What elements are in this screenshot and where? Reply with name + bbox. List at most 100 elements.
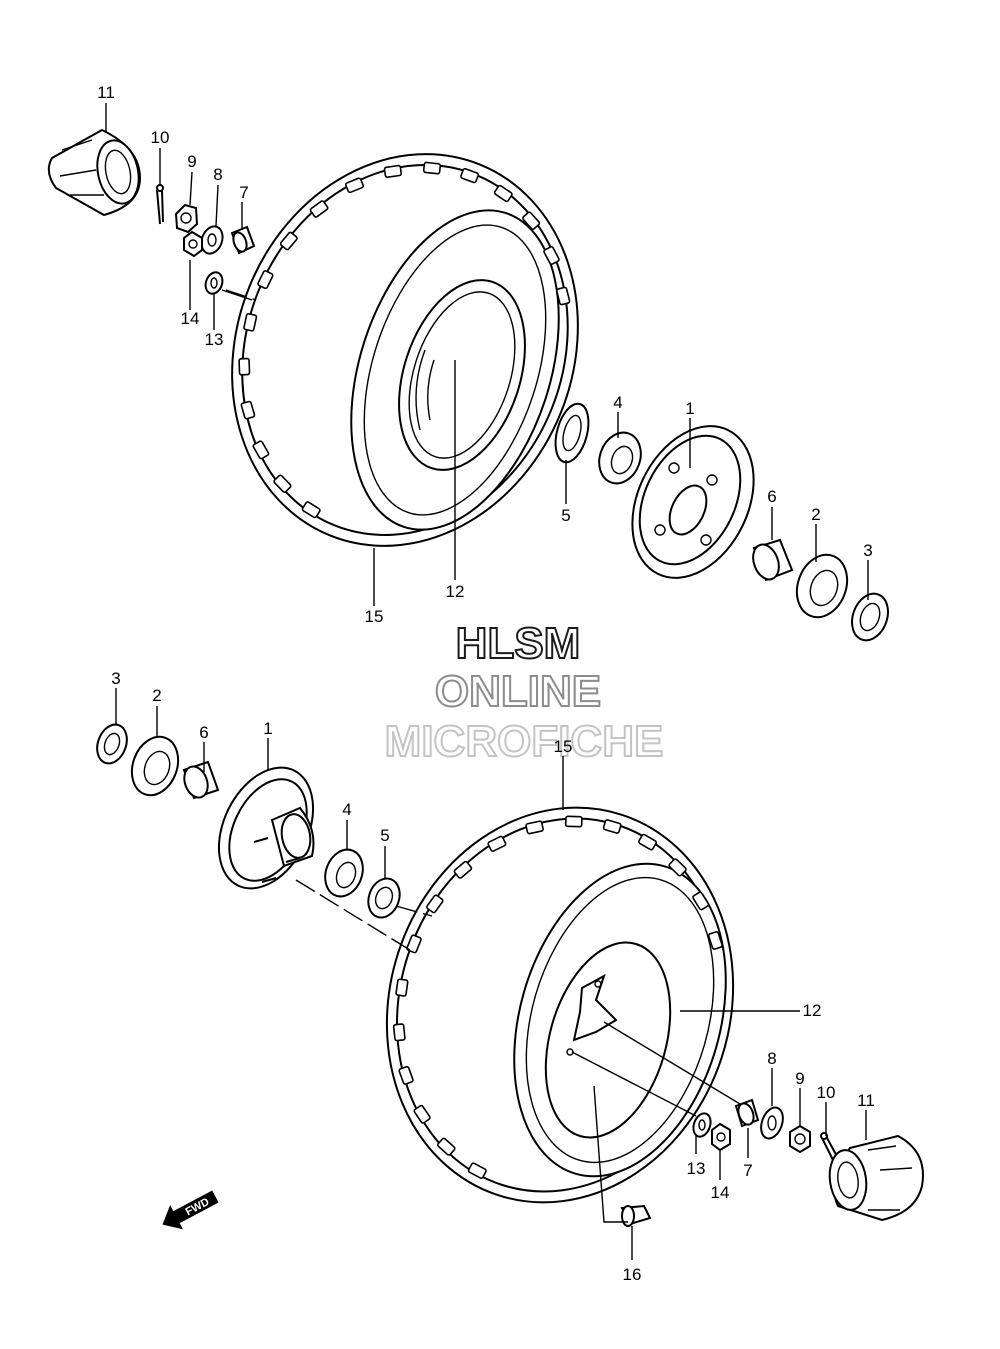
tread-lug bbox=[238, 357, 251, 376]
lower-axis-line bbox=[295, 879, 433, 951]
callout-10: 10 bbox=[817, 1083, 836, 1102]
lower-leader-lines bbox=[115, 688, 867, 1260]
fwd-direction-badge: FWD bbox=[162, 1190, 219, 1230]
lower-callouts: 3 2 6 1 4 5 15 12 8 9 10 11 13 7 14 16 bbox=[111, 669, 875, 1284]
callout-3: 3 bbox=[863, 541, 872, 560]
tread-lug bbox=[243, 313, 258, 332]
tread-lug bbox=[692, 891, 710, 911]
watermark-line-2: ONLINE bbox=[435, 667, 601, 716]
callout-4: 4 bbox=[613, 393, 622, 412]
tread-lug bbox=[638, 833, 657, 851]
upper-spindle-nut bbox=[47, 128, 142, 217]
tread-lug bbox=[668, 858, 687, 877]
tread-lug bbox=[525, 820, 544, 835]
callout-7: 7 bbox=[743, 1161, 752, 1180]
lower-seal-2 bbox=[367, 877, 401, 919]
upper-seal bbox=[554, 402, 590, 464]
watermark: HLSM ONLINE MICROFICHE bbox=[384, 618, 665, 767]
callout-10: 10 bbox=[151, 128, 170, 147]
callout-12: 12 bbox=[446, 582, 465, 601]
upper-castle-nut bbox=[174, 203, 199, 234]
lower-small-washer bbox=[692, 1112, 712, 1138]
tread-lug bbox=[395, 978, 409, 997]
lower-spacer bbox=[734, 1098, 760, 1128]
tread-lug bbox=[707, 931, 723, 950]
callout-1: 1 bbox=[685, 399, 694, 418]
tread-lug bbox=[413, 1104, 431, 1124]
arrow-icon bbox=[162, 1190, 219, 1230]
lower-rim bbox=[544, 941, 672, 1139]
callout-9: 9 bbox=[795, 1069, 804, 1088]
lower-seal bbox=[96, 723, 128, 765]
callout-4: 4 bbox=[342, 800, 351, 819]
callout-13: 13 bbox=[687, 1159, 706, 1178]
upper-hub bbox=[631, 425, 755, 579]
callout-8: 8 bbox=[767, 1049, 776, 1068]
tread-lug bbox=[460, 167, 480, 184]
tread-lug bbox=[398, 1065, 414, 1085]
lower-bearing-2 bbox=[324, 848, 364, 898]
callout-14: 14 bbox=[711, 1183, 730, 1202]
upper-lug-nut bbox=[183, 230, 203, 258]
upper-callouts: 11 10 9 8 7 14 13 12 15 4 5 1 6 2 3 bbox=[97, 83, 873, 626]
callout-5: 5 bbox=[561, 506, 570, 525]
tread-lug bbox=[392, 1023, 406, 1042]
callout-11: 11 bbox=[97, 83, 115, 102]
upper-leader-lines bbox=[105, 103, 869, 606]
upper-spacer bbox=[230, 225, 256, 255]
lower-hub bbox=[217, 766, 315, 890]
tread-lug bbox=[252, 440, 270, 460]
lower-tire bbox=[385, 806, 735, 1204]
tread-lug bbox=[309, 200, 329, 218]
tread-lug bbox=[564, 815, 583, 828]
watermark-line-1: HLSM bbox=[456, 619, 581, 668]
callout-3: 3 bbox=[111, 669, 120, 688]
upper-rim bbox=[415, 349, 435, 431]
upper-seal-2 bbox=[851, 592, 889, 642]
fwd-label: FWD bbox=[184, 1196, 212, 1218]
lower-washer bbox=[760, 1106, 784, 1140]
upper-washer bbox=[200, 225, 224, 255]
tread-lug bbox=[406, 934, 422, 954]
tread-lug bbox=[426, 894, 444, 914]
upper-cotter-pin bbox=[156, 184, 164, 225]
lower-valve-stem bbox=[620, 1204, 652, 1227]
callout-8: 8 bbox=[213, 165, 222, 184]
lower-spindle-nut bbox=[828, 1134, 924, 1222]
lower-collar bbox=[182, 760, 220, 800]
callout-6: 6 bbox=[199, 723, 208, 742]
callout-2: 2 bbox=[811, 505, 820, 524]
callout-15: 15 bbox=[365, 607, 384, 626]
upper-axis-line bbox=[225, 289, 257, 301]
lower-castle-nut bbox=[789, 1124, 811, 1154]
lower-bearing bbox=[130, 735, 180, 797]
tread-lug bbox=[279, 231, 298, 251]
tread-lug bbox=[487, 835, 507, 852]
tread-lug bbox=[453, 860, 473, 879]
upper-small-washer bbox=[204, 271, 224, 295]
tread-lug bbox=[493, 184, 513, 203]
tread-lug bbox=[522, 211, 541, 230]
tread-lug bbox=[602, 819, 622, 834]
callout-15: 15 bbox=[554, 737, 573, 756]
tread-lug bbox=[422, 161, 442, 175]
callout-16: 16 bbox=[623, 1265, 642, 1284]
callout-11: 11 bbox=[857, 1091, 875, 1110]
tread-lug bbox=[240, 400, 256, 420]
tread-lug bbox=[273, 474, 292, 493]
upper-bearing-2 bbox=[795, 553, 849, 619]
callout-2: 2 bbox=[152, 686, 161, 705]
tread-lug bbox=[437, 1137, 456, 1156]
tread-lug bbox=[301, 501, 321, 519]
watermark-line-3: MICROFICHE bbox=[385, 717, 664, 766]
callout-1: 1 bbox=[263, 719, 272, 738]
tread-lug bbox=[556, 286, 571, 306]
tread-lug bbox=[467, 1162, 487, 1179]
callout-9: 9 bbox=[187, 152, 196, 171]
callout-12: 12 bbox=[803, 1001, 822, 1020]
lower-lug-nut bbox=[711, 1122, 731, 1152]
tread-lug bbox=[257, 270, 274, 290]
callout-7: 7 bbox=[239, 183, 248, 202]
callout-5: 5 bbox=[380, 826, 389, 845]
